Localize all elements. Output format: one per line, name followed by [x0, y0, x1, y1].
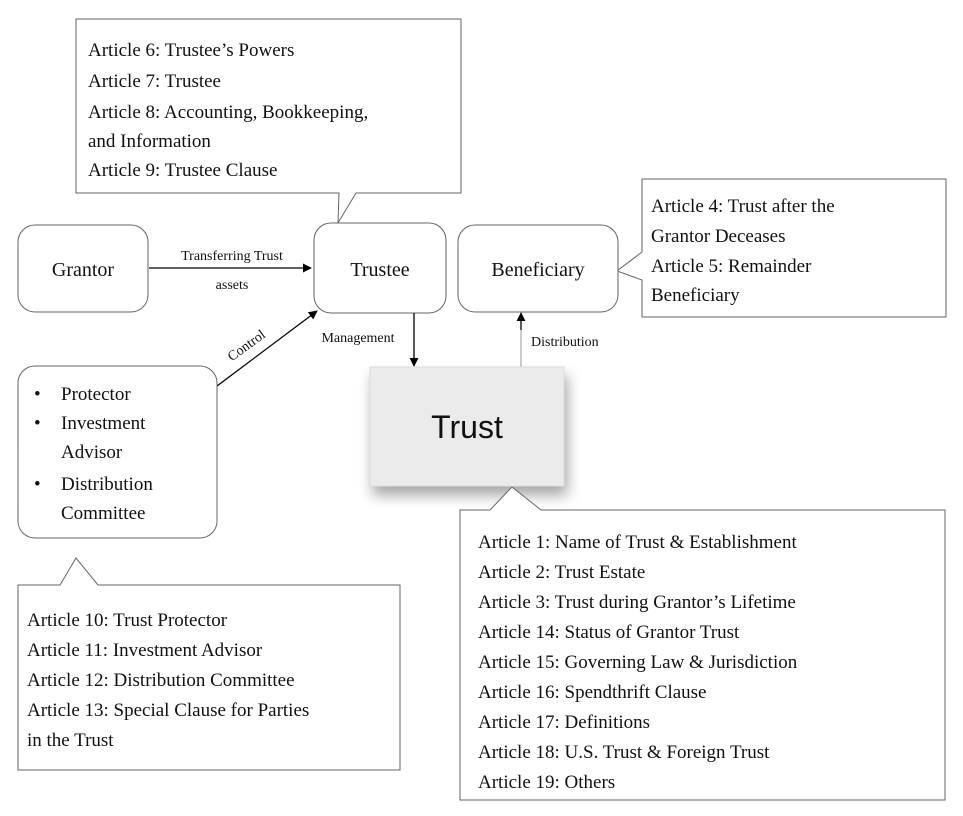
parties-article-line: Article 10: Trust Protector [27, 610, 228, 631]
beneficiary-articles-list: Article 4: Trust after the Grantor Decea… [651, 196, 835, 306]
beneficiary-article-line: Article 5: Remainder [651, 256, 812, 277]
grantor-label: Grantor [52, 259, 115, 281]
trustee-article-line: Article 7: Trustee [88, 71, 221, 92]
party-protector: Protector [61, 384, 131, 405]
trust-article-line: Article 3: Trust during Grantor’s Lifeti… [478, 592, 796, 613]
party-committee: Committee [61, 503, 145, 524]
trust-articles-callout [459, 486, 946, 801]
trustee-label: Trustee [350, 259, 409, 281]
distribution-label: Distribution [531, 335, 599, 350]
parties-article-line: Article 13: Special Clause for Parties [27, 700, 309, 721]
bullet: • [34, 474, 41, 495]
parties-articles-callout [17, 557, 401, 771]
bullet: • [34, 413, 41, 434]
parties-article-line: Article 11: Investment Advisor [27, 640, 263, 661]
trust-node: Trust [369, 366, 565, 487]
parties-articles-list: Article 10: Trust Protector Article 11: … [27, 610, 309, 751]
parties-article-line: in the Trust [27, 730, 114, 751]
trustee-articles-list: Article 6: Trustee’s Powers Article 7: T… [88, 40, 368, 181]
beneficiary-articles-callout [615, 178, 947, 318]
trustee-article-line: Article 9: Trustee Clause [88, 160, 277, 181]
party-distribution: Distribution [61, 474, 153, 495]
trustee-articles-callout [75, 18, 462, 225]
trustee-article-line: Article 6: Trustee’s Powers [88, 40, 294, 61]
trust-articles-list: Article 1: Name of Trust & Establishment… [478, 532, 798, 793]
trust-article-line: Article 17: Definitions [478, 712, 650, 733]
control-arrow [216, 310, 318, 387]
beneficiary-article-line: Grantor Deceases [651, 226, 786, 247]
trust-article-line: Article 19: Others [478, 772, 615, 793]
trustee-article-line: Article 8: Accounting, Bookkeeping, [88, 102, 368, 123]
beneficiary-label: Beneficiary [491, 259, 584, 281]
bullet: • [34, 384, 41, 405]
management-label: Management [321, 331, 394, 346]
control-label: Control [225, 327, 269, 364]
trust-article-line: Article 15: Governing Law & Jurisdiction [478, 652, 798, 673]
transfer-label-line1: Transferring Trust [181, 249, 283, 264]
beneficiary-article-line: Beneficiary [651, 285, 740, 306]
trust-label: Trust [431, 409, 503, 445]
trust-article-line: Article 2: Trust Estate [478, 562, 645, 583]
parties-node: • Protector • Investment Advisor • Distr… [17, 365, 218, 539]
beneficiary-node: Beneficiary [457, 224, 619, 313]
beneficiary-article-line: Article 4: Trust after the [651, 196, 835, 217]
grantor-node: Grantor [17, 224, 149, 313]
transfer-label-line2: assets [216, 278, 249, 293]
trust-article-line: Article 16: Spendthrift Clause [478, 682, 706, 703]
trust-article-line: Article 18: U.S. Trust & Foreign Trust [478, 742, 770, 763]
party-advisor: Advisor [61, 442, 123, 463]
trustee-node: Trustee [313, 222, 447, 314]
trustee-article-line: and Information [88, 131, 211, 152]
trust-article-line: Article 14: Status of Grantor Trust [478, 622, 740, 643]
party-investment: Investment [61, 413, 146, 434]
trust-article-line: Article 1: Name of Trust & Establishment [478, 532, 797, 553]
parties-article-line: Article 12: Distribution Committee [27, 670, 295, 691]
